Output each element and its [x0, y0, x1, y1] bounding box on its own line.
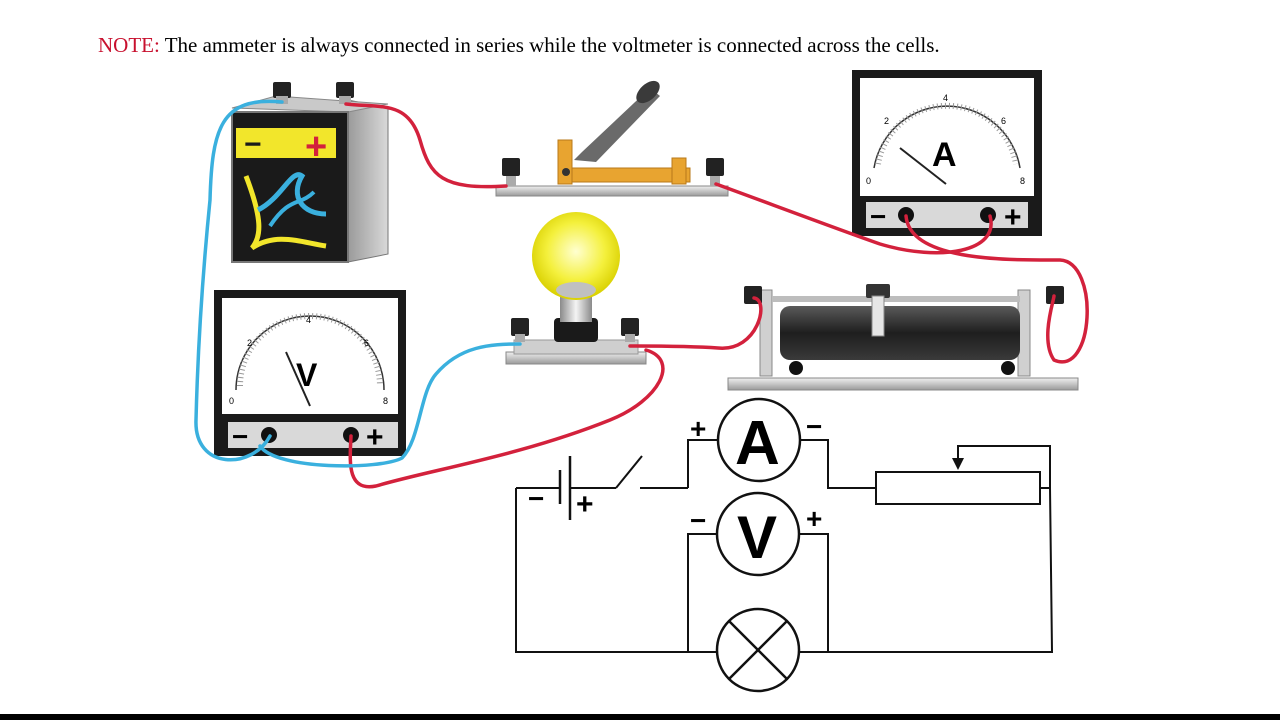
battery-pos-sign: + — [305, 126, 327, 168]
ammeter-pos-terminal — [980, 207, 996, 223]
bottom-bar — [0, 714, 1280, 720]
voltmeter-tick-4: 4 — [306, 315, 311, 325]
schematic-voltmeter-letter: V — [737, 504, 777, 571]
voltmeter-tick-8: 8 — [383, 396, 388, 406]
circuit-schematic — [515, 439, 1054, 653]
ammeter: 0 2 4 6 8 A − + — [852, 70, 1042, 236]
ammeter-neg-sign: − — [870, 201, 886, 232]
voltmeter-tick-0: 0 — [229, 396, 234, 406]
ammeter-tick-0: 0 — [866, 176, 871, 186]
battery: − + — [231, 82, 389, 263]
schematic-rheostat — [875, 471, 1041, 505]
rheostat — [727, 284, 1079, 391]
ammeter-tick-2: 2 — [884, 116, 889, 126]
battery-neg-terminal — [273, 82, 291, 98]
voltmeter-tick-2: 2 — [247, 338, 252, 348]
voltmeter-neg-sign: − — [232, 421, 248, 452]
schematic-ammeter: A + − — [690, 397, 822, 483]
voltmeter-tick-6: 6 — [364, 338, 369, 348]
schematic-ammeter-neg: − — [806, 411, 822, 442]
lamp-glow — [532, 212, 620, 300]
note-caption: NOTE: The ammeter is always connected in… — [98, 33, 940, 58]
wires — [194, 99, 1089, 489]
voltmeter-needle — [285, 351, 311, 407]
note-text: The ammeter is always connected in serie… — [159, 33, 940, 57]
battery-pos-terminal — [336, 82, 354, 98]
ammeter-tick-4: 4 — [943, 93, 948, 103]
voltmeter-letter: V — [296, 357, 318, 393]
schematic-voltmeter-pos: + — [806, 503, 822, 534]
voltmeter-pos-sign: + — [366, 421, 384, 454]
schematic-ammeter-letter: A — [735, 409, 780, 478]
knife-switch — [495, 80, 729, 197]
schematic-cell-pos: + — [576, 488, 594, 521]
ammeter-needle — [899, 147, 947, 185]
schematic-switch — [615, 455, 643, 489]
schematic-voltmeter: V − + — [690, 491, 822, 577]
ammeter-letter: A — [932, 136, 957, 174]
schematic-ammeter-pos: + — [690, 413, 706, 444]
ammeter-pos-sign: + — [1004, 201, 1022, 234]
ammeter-tick-8: 8 — [1020, 176, 1025, 186]
battery-neg-sign: − — [244, 128, 262, 161]
note-label: NOTE: — [98, 33, 160, 57]
lamp — [505, 212, 647, 365]
ammeter-tick-6: 6 — [1001, 116, 1006, 126]
schematic-lamp — [715, 607, 801, 693]
voltmeter: 0 2 4 6 8 V − + — [214, 290, 406, 456]
schematic-voltmeter-neg: − — [690, 505, 706, 536]
schematic-cell-neg: − — [528, 483, 544, 514]
